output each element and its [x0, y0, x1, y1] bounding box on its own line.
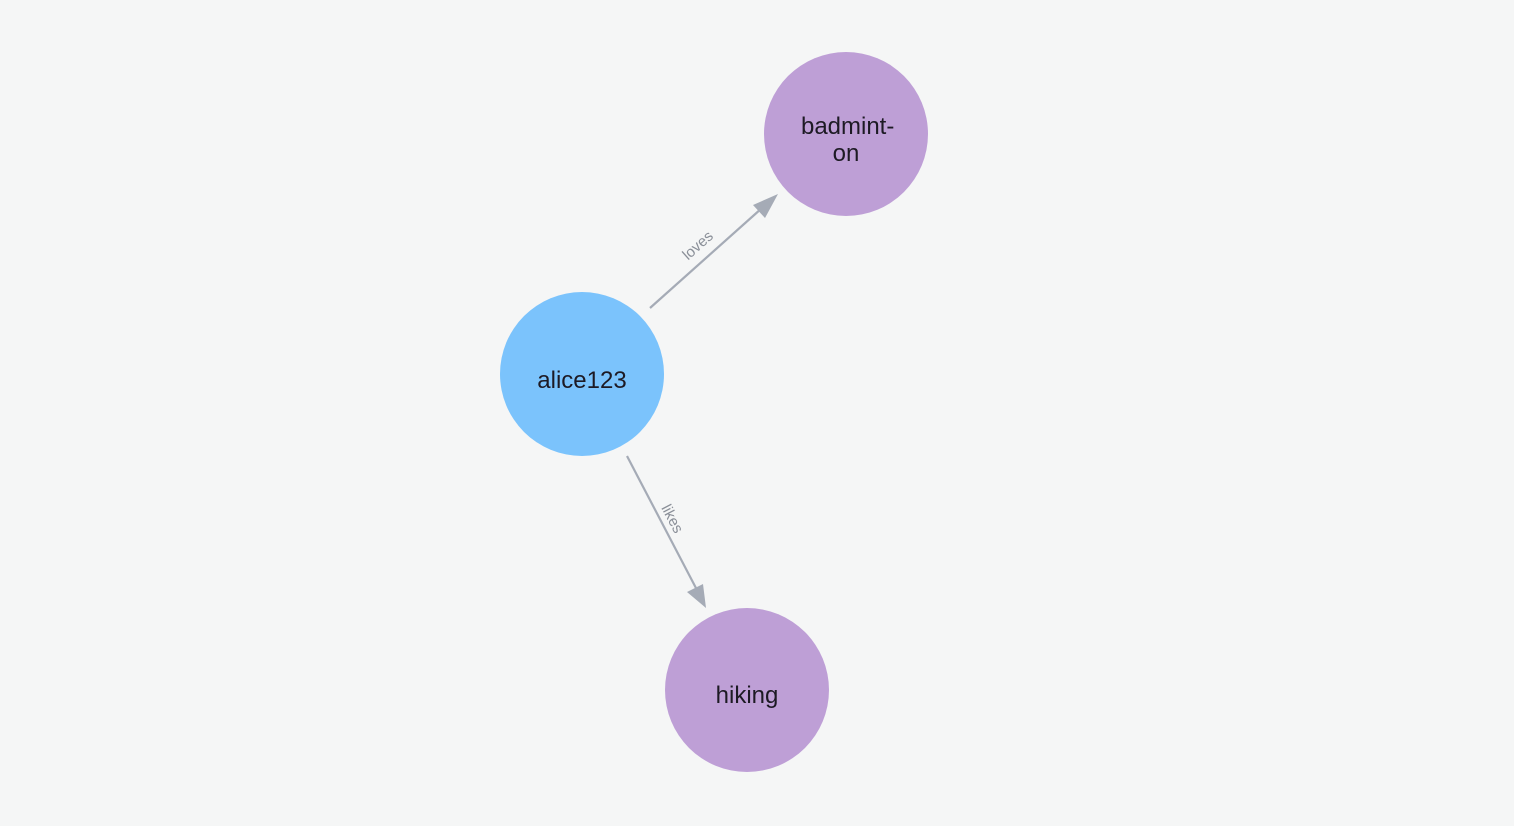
edge-likes-arrow	[687, 584, 706, 608]
node-badminton[interactable]: badmint- on	[764, 52, 928, 216]
node-hiking[interactable]: hiking	[665, 608, 829, 772]
node-hiking-circle[interactable]	[665, 608, 829, 772]
edge-likes-line	[626, 455, 698, 591]
edge-likes-label: likes	[658, 502, 687, 536]
node-badminton-circle[interactable]	[764, 52, 928, 216]
node-alice123-circle[interactable]	[500, 292, 664, 456]
edge-loves-line	[649, 207, 763, 309]
edge-likes[interactable]: likes	[626, 455, 706, 608]
edge-loves-arrow	[753, 194, 778, 218]
edge-loves-label: loves	[679, 228, 716, 264]
node-alice123[interactable]: alice123	[500, 292, 664, 456]
edge-loves[interactable]: loves	[649, 194, 778, 309]
